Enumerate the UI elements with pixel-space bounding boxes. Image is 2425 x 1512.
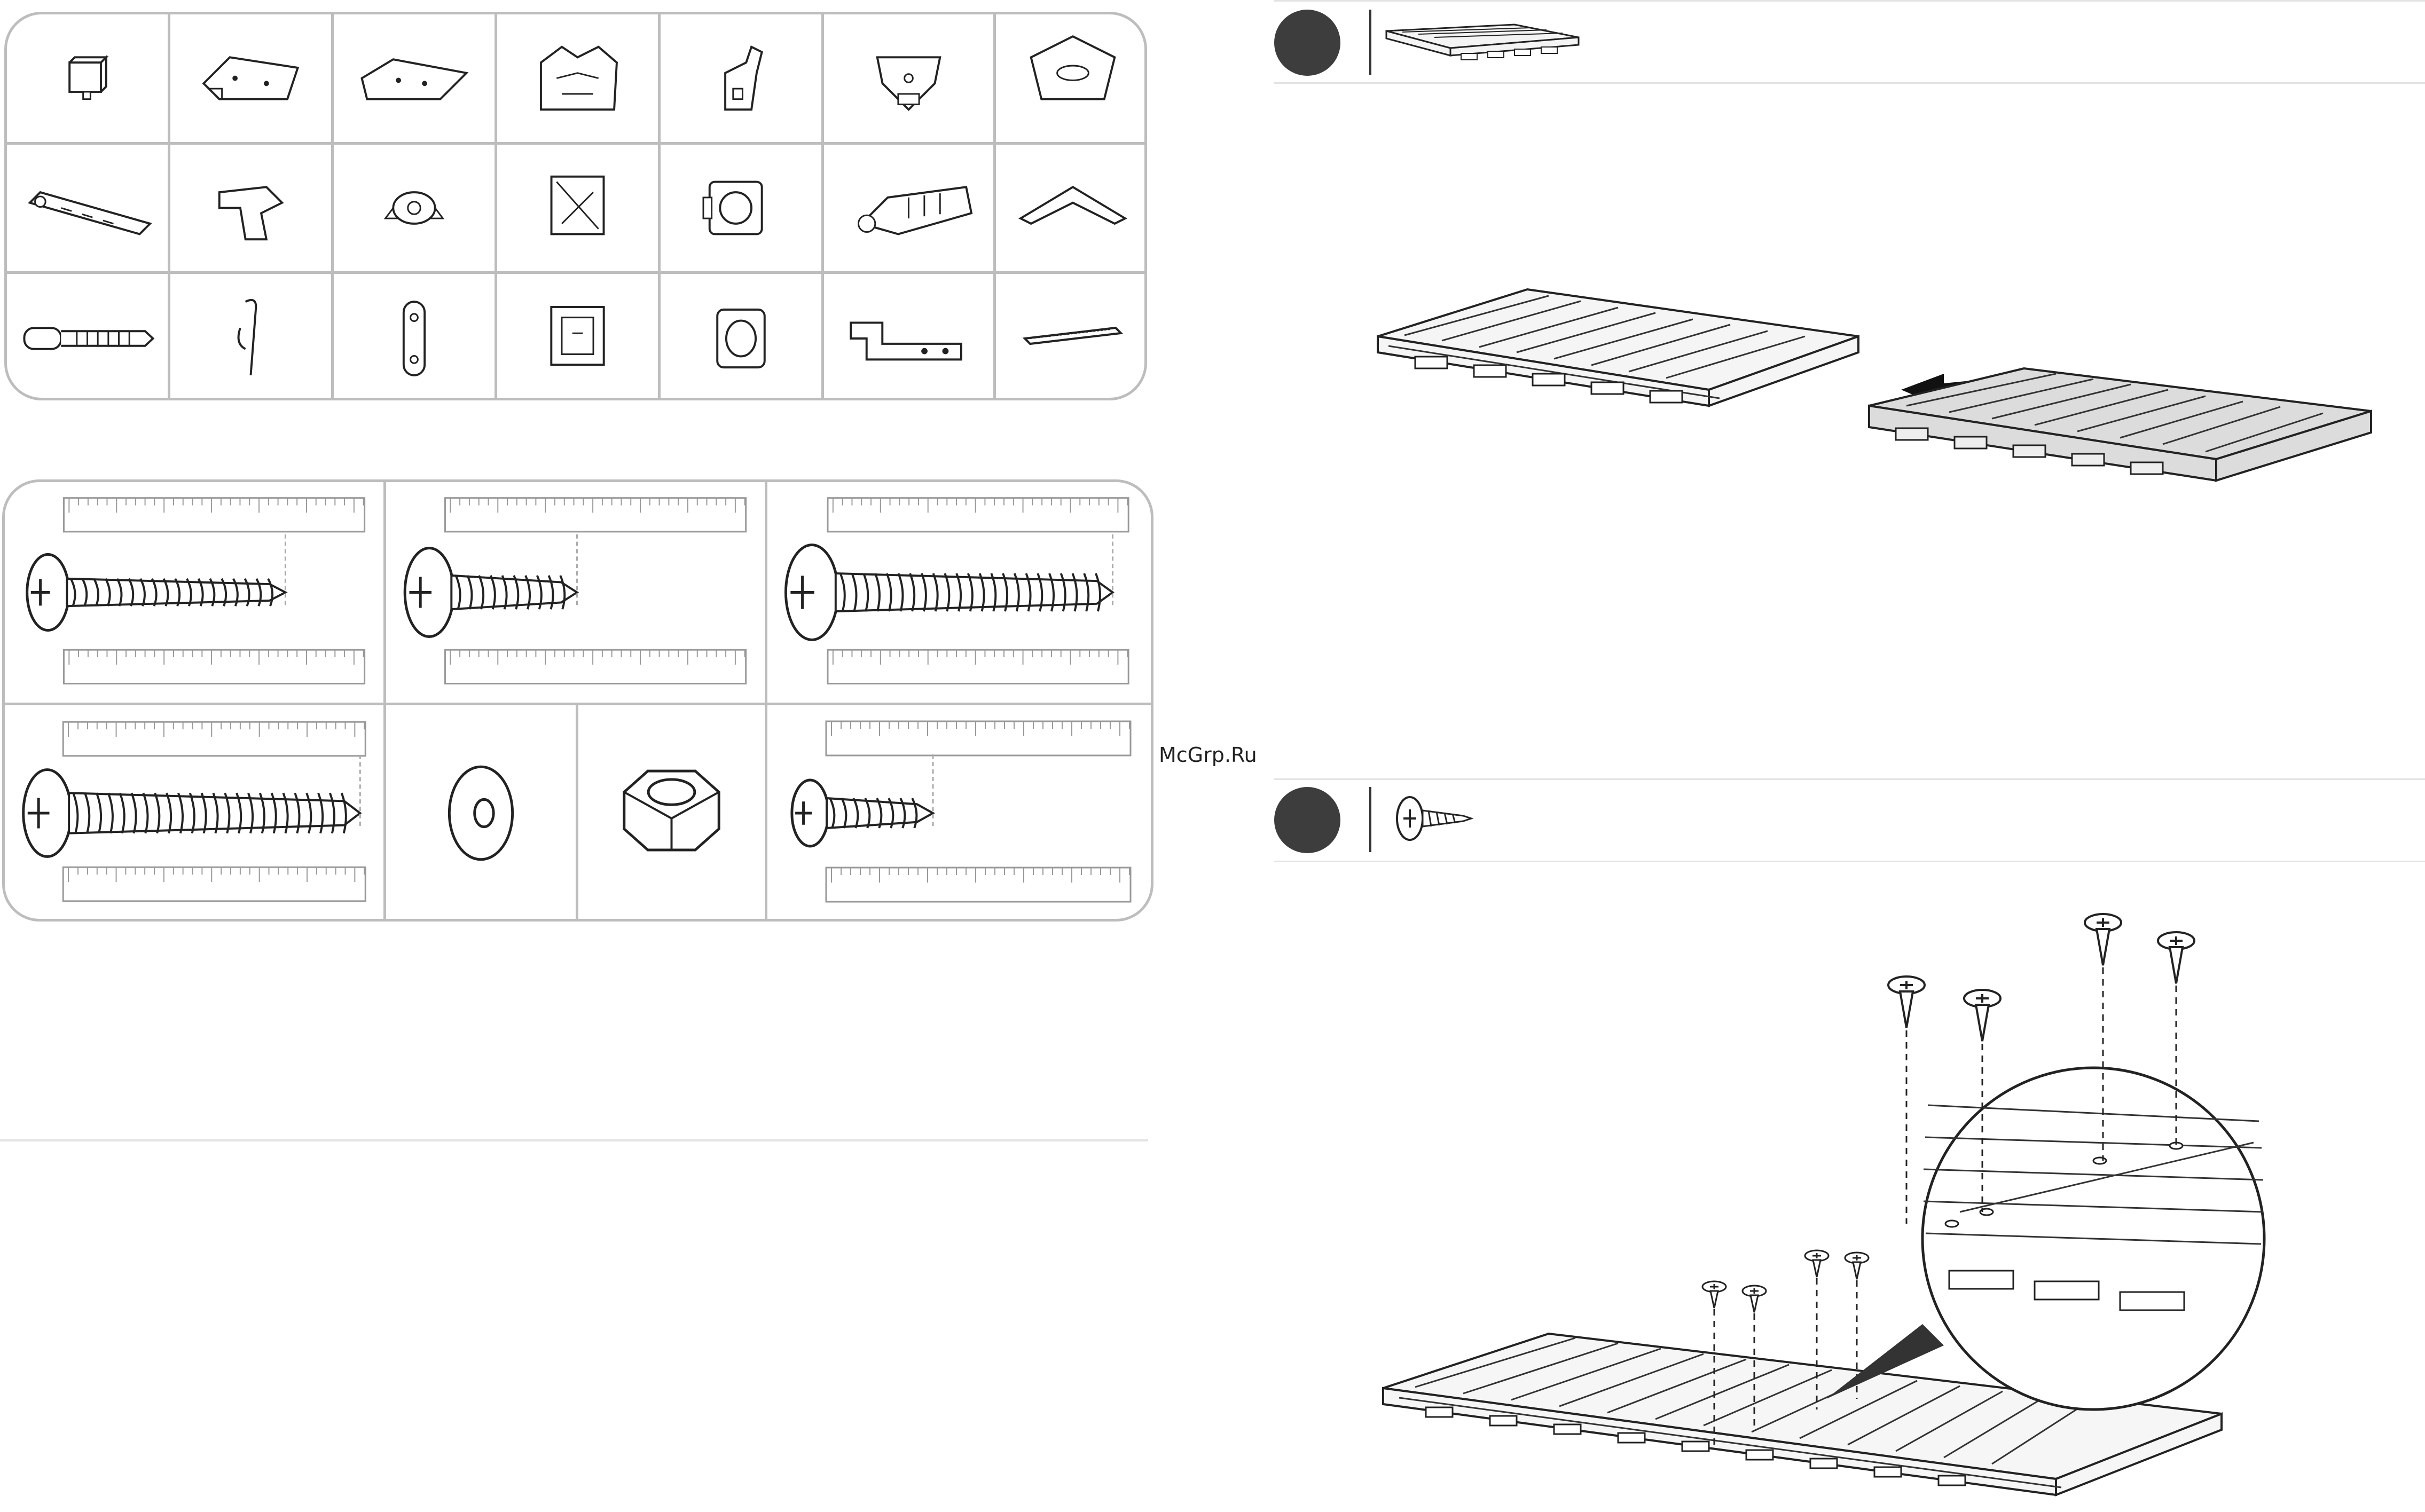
corner-bracket-icon bbox=[824, 14, 993, 142]
flat-plate-icon bbox=[170, 14, 331, 142]
parts-cell bbox=[7, 145, 170, 274]
parts-cell bbox=[661, 274, 824, 400]
spring-pin-icon bbox=[170, 274, 331, 400]
step-1-top-rule bbox=[1274, 0, 2425, 2]
hook-clip-icon bbox=[661, 14, 821, 142]
step-2-divider bbox=[1369, 787, 1371, 852]
step-2-badge bbox=[1274, 787, 1340, 853]
hardware-cell bbox=[767, 705, 1152, 921]
square-clip-icon bbox=[497, 145, 658, 271]
long-washer-head-screw-icon bbox=[5, 482, 383, 703]
parts-cell bbox=[334, 14, 497, 145]
round-plate-icon bbox=[661, 145, 821, 271]
parts-cell bbox=[7, 14, 170, 145]
parts-cell bbox=[661, 14, 824, 145]
flex-strap-icon bbox=[7, 145, 168, 271]
parts-cell bbox=[824, 274, 996, 400]
gasket-strip-icon bbox=[996, 274, 1147, 400]
parts-cell bbox=[824, 14, 996, 145]
parts-cell bbox=[170, 145, 334, 274]
hex-nut-icon bbox=[578, 705, 765, 921]
ring-connector-icon bbox=[334, 145, 495, 271]
hardware-cell bbox=[578, 705, 767, 921]
step-1-bottom-rule bbox=[1274, 82, 2425, 84]
hardware-cell bbox=[386, 705, 578, 921]
parts-cell bbox=[334, 274, 497, 400]
parts-cell bbox=[7, 274, 170, 400]
parts-cell bbox=[334, 145, 497, 274]
parts-cell bbox=[996, 14, 1147, 145]
parts-cell bbox=[824, 145, 996, 274]
small-screw-icon bbox=[1394, 794, 1474, 842]
long-pan-head-screw-icon bbox=[767, 482, 1152, 703]
latch-plate-icon bbox=[824, 274, 993, 400]
hardware-panel bbox=[2, 479, 1153, 922]
angled-plate-icon bbox=[334, 14, 495, 142]
floor-screw-fastening-icon bbox=[1367, 897, 2414, 1510]
roof-peak-icon bbox=[996, 145, 1147, 271]
hardware-cell bbox=[767, 482, 1152, 705]
parts-cell bbox=[170, 274, 334, 400]
parts-cell bbox=[170, 14, 334, 145]
parts-cell bbox=[996, 274, 1147, 400]
parts-cell bbox=[497, 274, 661, 400]
cube-bracket-icon bbox=[7, 14, 168, 142]
small-pan-head-screw-icon bbox=[767, 705, 1152, 921]
round-socket-icon bbox=[661, 274, 821, 400]
floor-panels-join-icon bbox=[1367, 278, 2382, 518]
flat-washer-icon bbox=[386, 705, 576, 921]
short-pan-head-screw-icon bbox=[386, 482, 765, 703]
hardware-cell bbox=[386, 482, 767, 705]
step-1-divider bbox=[1369, 10, 1371, 75]
parts-panel bbox=[4, 12, 1147, 400]
step-2-bottom-rule bbox=[1274, 861, 2425, 862]
square-socket-icon bbox=[497, 274, 658, 400]
floor-panel-icon bbox=[1381, 15, 1584, 68]
step-2-top-rule bbox=[1274, 778, 2425, 780]
parts-cell bbox=[996, 145, 1147, 274]
wood-screw-icon bbox=[5, 705, 383, 921]
parts-cell bbox=[497, 145, 661, 274]
rail-connector-icon bbox=[824, 145, 993, 271]
threaded-pin-icon bbox=[7, 274, 168, 400]
hardware-cell bbox=[5, 705, 386, 921]
page-divider-left bbox=[0, 1139, 1148, 1141]
link-plate-icon bbox=[334, 274, 495, 400]
watermark: McGrp.Ru bbox=[1159, 743, 1257, 767]
step-1-badge bbox=[1274, 10, 1340, 76]
hardware-cell bbox=[5, 482, 386, 705]
double-clip-icon bbox=[497, 14, 658, 142]
parts-cell bbox=[497, 14, 661, 145]
parts-cell bbox=[661, 145, 824, 274]
angle-connector-icon bbox=[170, 145, 331, 271]
pentagon-cap-icon bbox=[996, 14, 1147, 142]
